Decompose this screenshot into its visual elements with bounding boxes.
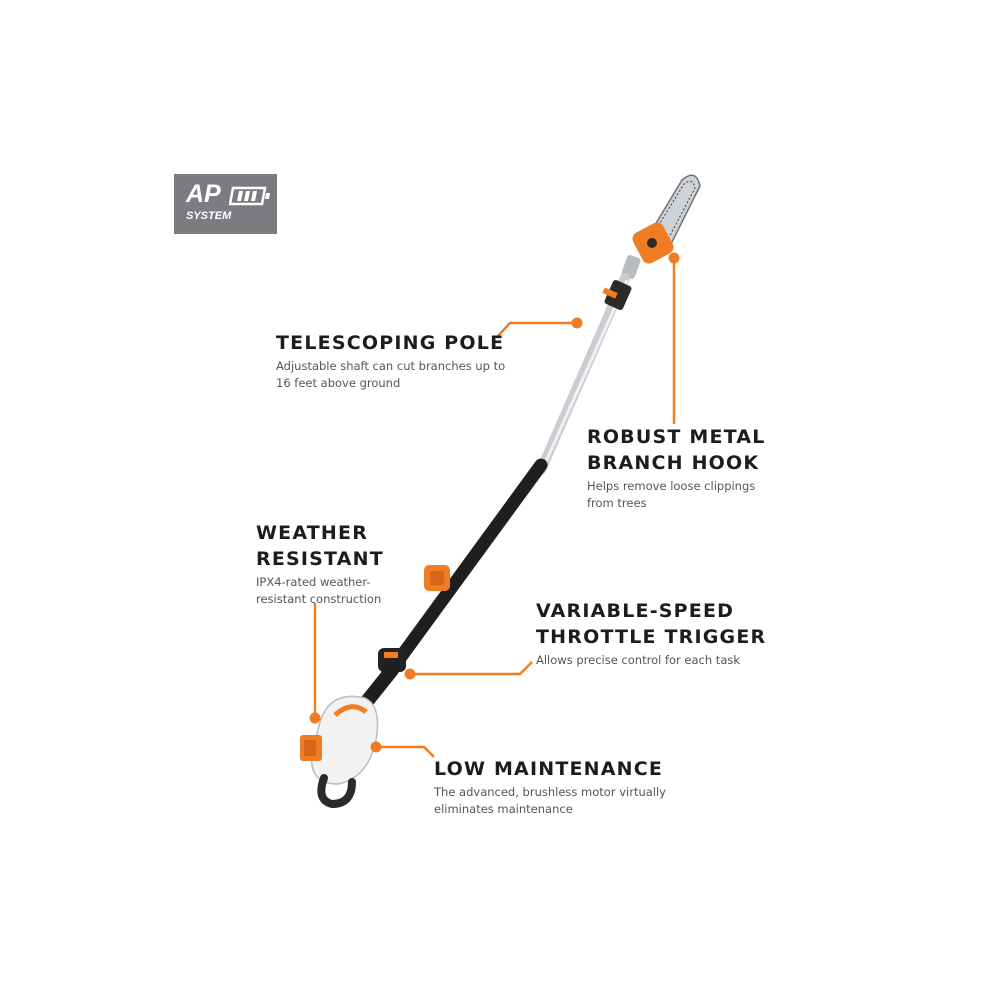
callout-title: ROBUST METAL BRANCH HOOK [587,426,766,474]
leader-dot-weather [309,712,321,724]
leader-dot-pole [571,317,583,329]
callout-description: Adjustable shaft can cut branches up to … [276,359,506,390]
callout-branch-hook: ROBUST METAL BRANCH HOOK Helps remove lo… [587,424,766,511]
callout-title: LOW MAINTENANCE [434,758,664,780]
callout-title: TELESCOPING POLE [276,332,505,354]
ap-system-badge: AP SYSTEM [174,174,277,234]
saw-head-icon [621,222,674,279]
callout-weather-resistant: WEATHER RESISTANT IPX4-rated weather- re… [256,520,384,607]
callout-low-maintenance: LOW MAINTENANCE The advanced, brushless … [434,756,666,817]
callout-description: The advanced, brushless motor virtually … [434,785,666,816]
battery-bars-icon [229,186,270,206]
badge-system-text: SYSTEM [186,210,232,222]
callout-description: IPX4-rated weather- resistant constructi… [256,575,382,606]
leader-lines [313,258,676,758]
leader-dot-throttle [404,668,416,680]
callout-telescoping-pole: TELESCOPING POLE Adjustable shaft can cu… [276,330,505,391]
callout-throttle-trigger: VARIABLE-SPEED THROTTLE TRIGGER Allows p… [536,598,766,669]
callout-title: WEATHER RESISTANT [256,522,384,570]
callout-description: Allows precise control for each task [536,653,741,667]
motor-housing-icon [300,695,379,809]
leader-dot-maintenance [370,741,382,753]
badge-logo-text: AP [186,180,221,208]
leader-dot-hook [668,252,680,264]
callout-description: Helps remove loose clippings from trees [587,479,756,510]
callout-title: VARIABLE-SPEED THROTTLE TRIGGER [536,600,767,648]
